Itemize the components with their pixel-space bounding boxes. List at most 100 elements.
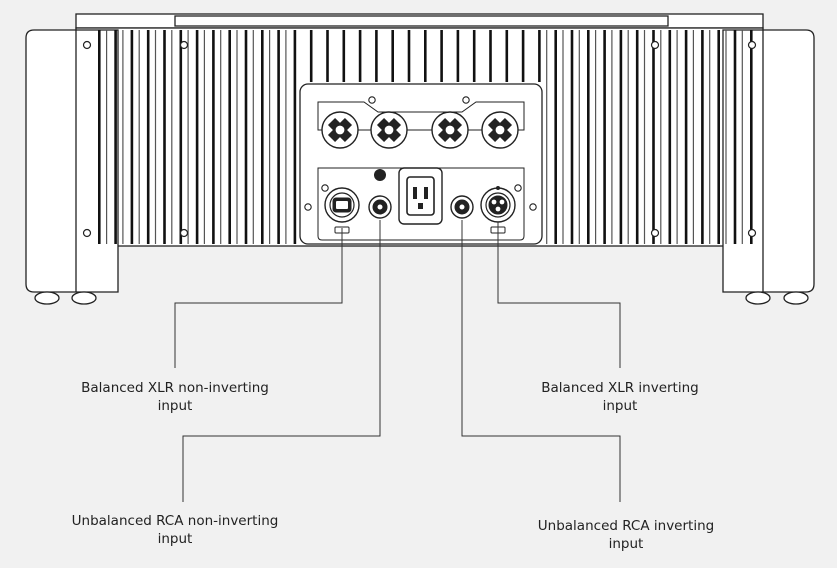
panel-screw [368, 96, 376, 104]
corner-screw [82, 40, 92, 50]
corner-screw [650, 40, 660, 50]
heatsink-rib [154, 30, 157, 244]
callout-line: Unbalanced RCA non-inverting [71, 513, 279, 529]
heatsink-fin [652, 30, 655, 244]
panel-screw [304, 203, 312, 211]
corner-screw [179, 40, 189, 50]
heatsink-fin [603, 30, 606, 244]
leader-line-rca-inverting [461, 220, 621, 502]
heatsink-rib [562, 30, 564, 244]
heatsink-rib [741, 30, 743, 244]
callout-line: Balanced XLR inverting [541, 380, 699, 396]
binding-post [481, 111, 519, 149]
heatsink-fin [146, 30, 150, 244]
heatsink-fin [326, 30, 329, 82]
heatsink-rib [627, 30, 629, 244]
heatsink-rib [171, 30, 173, 244]
iec-power-inlet [398, 167, 443, 225]
heatsink-rib [692, 30, 694, 244]
rca-inverting-connector [450, 195, 474, 219]
heatsink-fins [98, 30, 753, 244]
heatsink-rib [643, 30, 646, 244]
heatsink-fin [277, 30, 280, 244]
heatsink-rib [122, 30, 124, 244]
heatsink-rib [187, 30, 189, 244]
leader-line-xlr-inverting [497, 222, 621, 368]
heatsink-fin [261, 30, 264, 244]
right-foot-column [722, 29, 815, 293]
callout-balanced-xlr-non-inverting: Balanced XLR non-inverting input [60, 379, 290, 415]
xlr-inverting-connector [480, 186, 516, 234]
heatsink-fin [456, 30, 460, 82]
corner-screw [179, 228, 189, 238]
panel-screw [462, 96, 470, 104]
heatsink-fin [130, 30, 134, 244]
xlr-non-inverting-connector [324, 187, 360, 234]
heatsink-rib [269, 30, 271, 244]
leader-line-xlr-non-inverting [174, 228, 343, 368]
heatsink-fin [538, 30, 541, 82]
heatsink-fin [472, 30, 476, 82]
callout-line: input [157, 398, 193, 414]
corner-screw [747, 40, 757, 50]
heatsink-fin [309, 30, 313, 82]
heatsink-fin [668, 30, 672, 244]
callout-line: Unbalanced RCA inverting [537, 518, 715, 534]
top-cover-lip [174, 15, 669, 27]
callout-balanced-xlr-inverting: Balanced XLR inverting input [510, 379, 730, 415]
heatsink-fin [619, 30, 623, 244]
heatsink-rib [611, 30, 613, 244]
callout-unbalanced-rca-inverting: Unbalanced RCA inverting input [506, 517, 746, 553]
heatsink-fin [424, 30, 427, 82]
heatsink-fin [635, 30, 639, 244]
speaker-binding-posts [321, 111, 519, 149]
foot [745, 291, 771, 305]
heatsink-fin [489, 30, 492, 82]
heatsink-fin [587, 30, 590, 244]
heatsink-fin [570, 30, 574, 244]
binding-post [370, 111, 408, 149]
heatsink-fin [733, 30, 737, 244]
heatsink-rib [725, 30, 727, 244]
heatsink-rib [676, 30, 678, 244]
heatsink-fin [701, 30, 704, 244]
rca-non-inverting-connector [368, 195, 392, 219]
leader-line-rca-non-inverting [182, 220, 381, 502]
heatsink-fin [521, 30, 525, 82]
panel-screw [514, 184, 522, 192]
foot [34, 291, 60, 305]
foot [71, 291, 97, 305]
heatsink-rib [138, 30, 140, 244]
heatsink-fin [195, 30, 199, 244]
callout-unbalanced-rca-non-inverting: Unbalanced RCA non-inverting input [45, 512, 305, 548]
heatsink-fin [228, 30, 231, 244]
heatsink-fin [293, 30, 297, 244]
callout-line: input [608, 536, 644, 552]
heatsink-rib [252, 30, 254, 244]
heatsink-fin [375, 30, 378, 82]
heatsink-fin [407, 30, 411, 82]
heatsink-rib [709, 30, 711, 244]
corner-screw [650, 228, 660, 238]
callout-line: input [602, 398, 638, 414]
foot [783, 291, 809, 305]
heatsink-rib [660, 30, 662, 244]
heatsink-rib [546, 30, 548, 244]
heatsink-fin [212, 30, 215, 244]
heatsink-rib [220, 30, 222, 244]
corner-screw [82, 228, 92, 238]
heatsink-rib [106, 30, 108, 244]
heatsink-fin [244, 30, 248, 244]
binding-post [431, 111, 469, 149]
heatsink-rib [595, 30, 597, 244]
callout-line: Balanced XLR non-inverting [81, 380, 269, 396]
heatsink-fin [750, 30, 753, 244]
heatsink-fin [505, 30, 509, 82]
heatsink-fin [717, 30, 720, 244]
heatsink-fin [684, 30, 688, 244]
panel-screw [321, 184, 329, 192]
heatsink-rib [203, 30, 205, 244]
heatsink-fin [391, 30, 394, 82]
heatsink-fin [358, 30, 362, 82]
